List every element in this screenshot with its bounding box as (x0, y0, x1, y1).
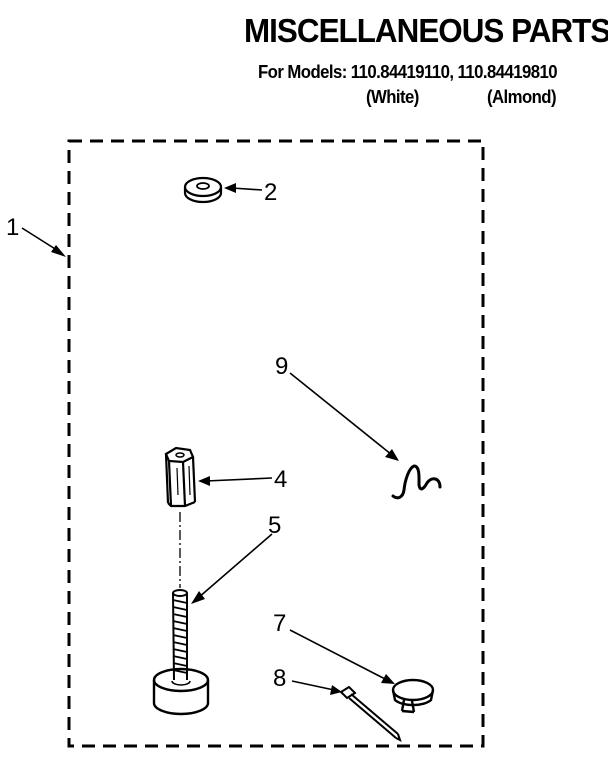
leader-arrow-7 (289, 629, 395, 684)
callout-number-4: 4 (274, 466, 287, 493)
variant-almond-label: (Almond) (487, 87, 557, 107)
callout-number-8: 8 (273, 665, 286, 692)
callout-number-5: 5 (268, 512, 281, 539)
leader-arrow-2 (224, 183, 263, 193)
models-line: For Models: 110.84419110, 110.84419810 (258, 62, 558, 82)
leader-arrow-8 (291, 680, 342, 695)
part-hose-clamp-drawing (391, 678, 435, 714)
callout-number-2: 2 (264, 179, 277, 206)
part-cable-tie-drawing (339, 685, 402, 742)
part-washer-drawing (183, 176, 223, 204)
leader-arrow-1 (21, 227, 66, 257)
leader-arrow-4 (198, 476, 273, 486)
part-leveling-bolt-drawing (152, 589, 210, 716)
callout-number-1: 1 (6, 214, 19, 241)
callout-number-7: 7 (273, 610, 286, 637)
callout-number-9: 9 (275, 353, 288, 380)
page-title: MISCELLANEOUS PARTS (244, 12, 608, 49)
variant-white-label: (White) (366, 87, 419, 107)
part-hex-nut-drawing (164, 446, 197, 508)
leader-arrow-9 (289, 372, 399, 461)
part-spring-clip-drawing (391, 464, 442, 500)
leader-arrow-5 (191, 533, 273, 604)
kit-boundary-dashed-frame (67, 139, 485, 748)
